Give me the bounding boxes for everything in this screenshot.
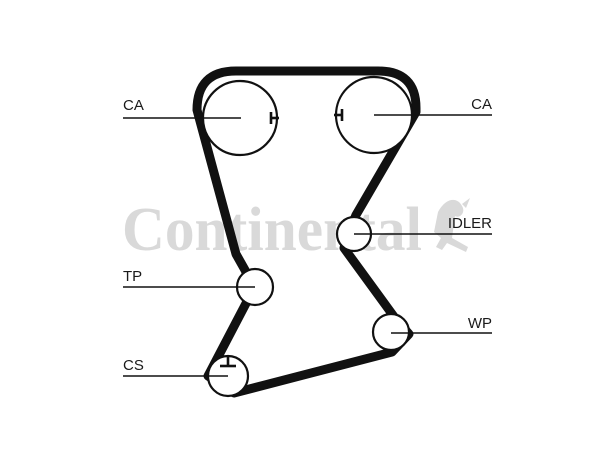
watermark-text: Continental xyxy=(122,196,422,264)
pulley-wp xyxy=(371,312,411,352)
label-ca-left: CA xyxy=(123,97,144,114)
label-tp: TP xyxy=(123,268,142,285)
label-ca-right: CA xyxy=(471,96,492,113)
label-cs: CS xyxy=(123,357,144,374)
label-idler: IDLER xyxy=(448,215,492,232)
watermark: Continental xyxy=(122,196,470,264)
label-wp: WP xyxy=(468,315,492,332)
continental-horse-logo xyxy=(434,198,470,252)
